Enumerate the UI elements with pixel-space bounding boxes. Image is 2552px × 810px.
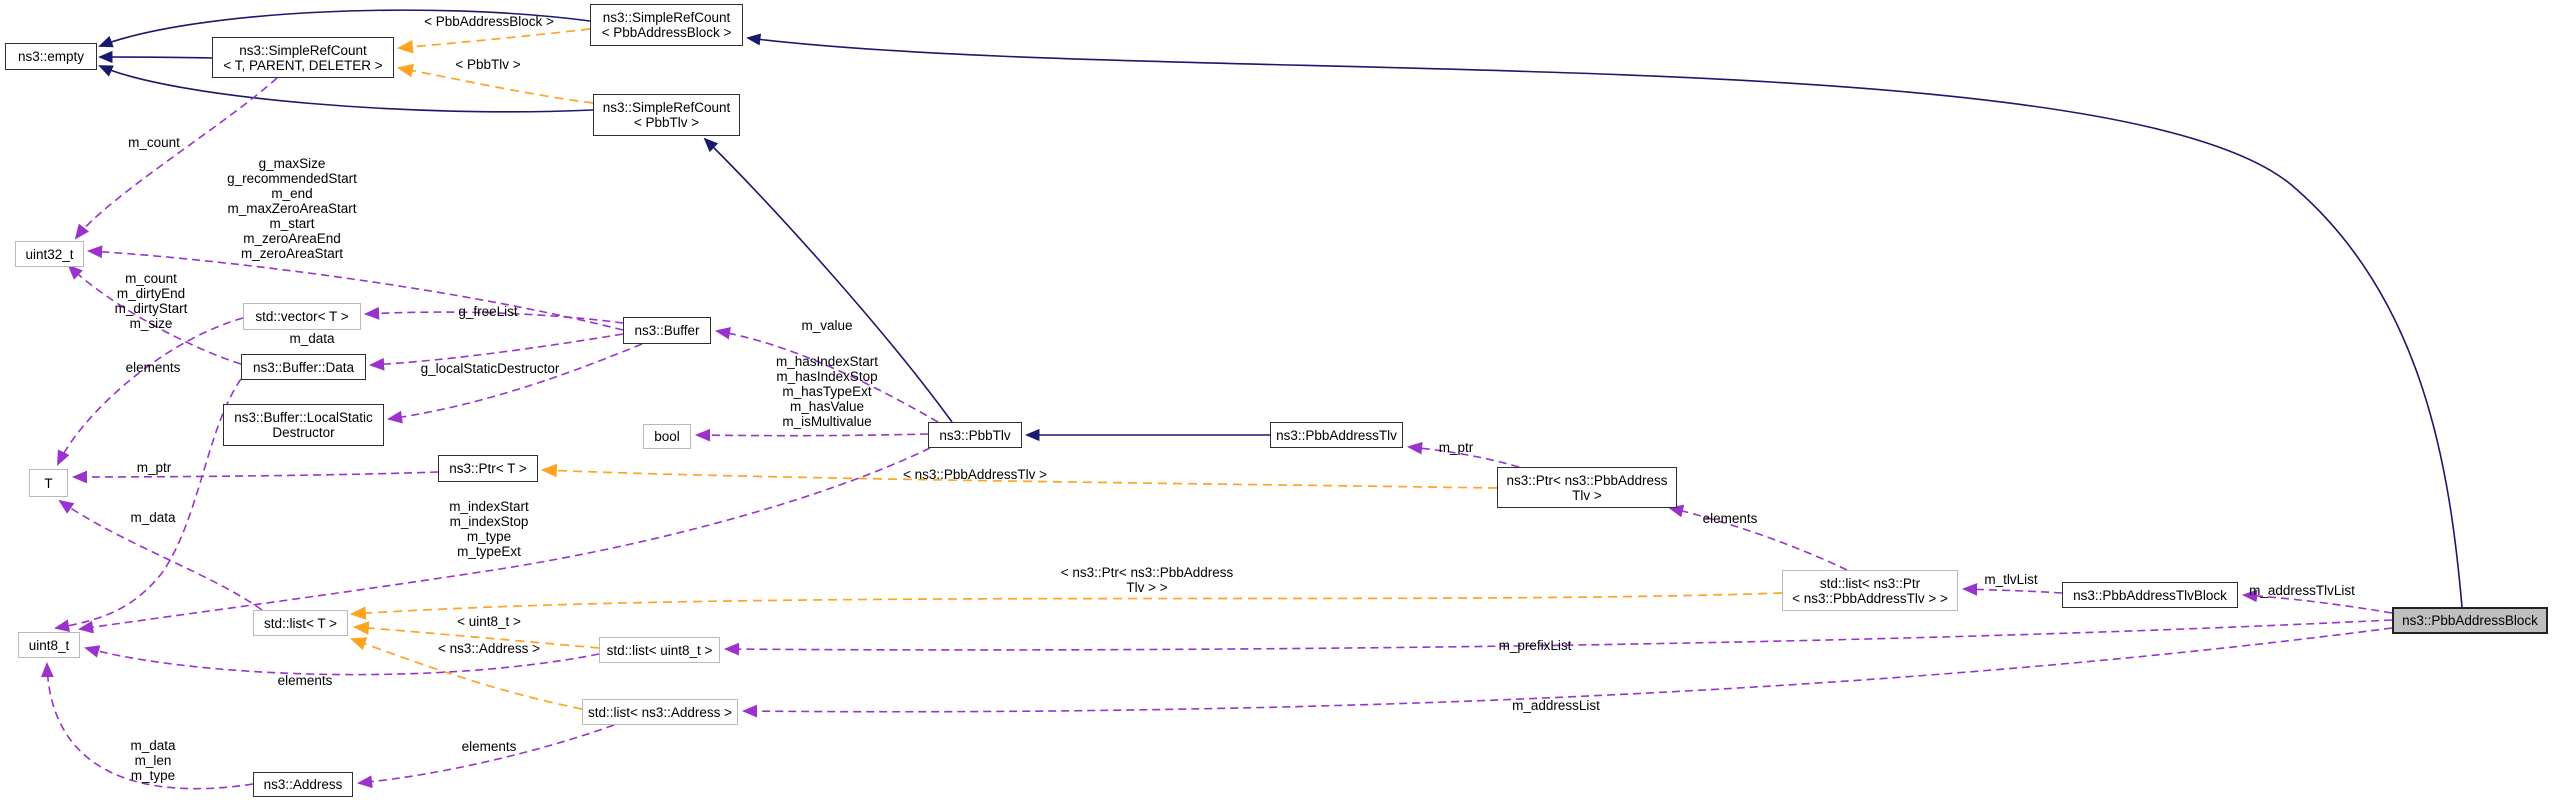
edge-label-m-tlvlist: m_tlvList <box>1984 572 2038 587</box>
edge-label-address-uint8-members: m_data m_len m_type <box>130 738 176 783</box>
edge-label-g-localstaticdestructor: g_localStaticDestructor <box>420 361 560 376</box>
node-ns3-buffer-localstaticdestructor[interactable]: ns3::Buffer::LocalStatic Destructor <box>223 404 384 446</box>
edge-label-pbbtlv-uint8-members: m_indexStart m_indexStop m_type m_typeEx… <box>449 499 529 559</box>
edge-label-m-prefixlist: m_prefixList <box>1498 638 1572 653</box>
edge-inherit-pbbtlv-to-simplerefcount <box>703 137 953 423</box>
edge-inherit-pbbaddressblock-to-simplerefcount <box>746 33 2463 608</box>
edge-label-template-address: < ns3::Address > <box>437 641 541 656</box>
edge-label-m-data-buffer: m_data <box>289 331 335 346</box>
node-ns3-ptr-t[interactable]: ns3::Ptr< T > <box>438 455 538 482</box>
edge-use-vector-elements-t <box>57 317 244 466</box>
node-ns3-simplerefcount-pbbaddressblock[interactable]: ns3::SimpleRefCount < PbbAddressBlock > <box>590 4 743 46</box>
node-ns3-pbbaddresstlvblock[interactable]: ns3::PbbAddressTlvBlock <box>2062 582 2238 608</box>
edge-label-template-uint8: < uint8_t > <box>457 614 521 629</box>
edge-use-target-maddresslist-listaddress <box>741 627 2393 718</box>
edge-use-ptrpat-mptr-pbbaddresstlv <box>1406 441 1520 468</box>
edge-label-m-ptr-left: m_ptr <box>136 460 172 475</box>
node-ns3-pbbaddresstlv[interactable]: ns3::PbbAddressTlv <box>1270 422 1403 448</box>
edge-tpl-listuint8-to-listt <box>352 621 600 649</box>
edge-label-elements-address: elements <box>461 739 517 754</box>
node-ns3-buffer[interactable]: ns3::Buffer <box>623 317 711 344</box>
edge-use-buffer-uint32 <box>86 245 624 331</box>
edge-tpl-listaddress-to-listt <box>349 637 583 710</box>
node-uint8-t[interactable]: uint8_t <box>18 632 80 658</box>
node-ns3-simplerefcount-template[interactable]: ns3::SimpleRefCount < T, PARENT, DELETER… <box>212 37 394 78</box>
edge-label-template-ptr-pbbaddresstlv: < ns3::Ptr< ns3::PbbAddress Tlv > > <box>1060 565 1234 595</box>
edge-use-listt-elements-t <box>58 499 263 611</box>
edge-use-tlvblock-mtlvlist-listptr <box>1961 583 2063 596</box>
edge-label-buffer-uint32-members: g_maxSize g_recommendedStart m_end m_max… <box>227 156 357 261</box>
edge-label-m-ptr-right: m_ptr <box>1438 440 1474 455</box>
edge-use-srct-mcount-uint32 <box>74 77 278 240</box>
node-std-list-ns3-address[interactable]: std::list< ns3::Address > <box>582 699 738 725</box>
node-ns3-ptr-pbbaddresstlv[interactable]: ns3::Ptr< ns3::PbbAddress Tlv > <box>1497 467 1677 508</box>
edge-inherit-simplerefcount-t-to-empty <box>98 50 213 64</box>
node-uint32-t[interactable]: uint32_t <box>15 241 84 267</box>
node-std-list-ptr-pbbaddresstlv[interactable]: std::list< ns3::Ptr < ns3::PbbAddressTlv… <box>1782 570 1958 611</box>
node-std-vector-t[interactable]: std::vector< T > <box>243 303 361 330</box>
edge-use-bufferdata-uint32 <box>67 264 242 365</box>
edge-label-elements-uint8: elements <box>277 673 333 688</box>
node-bool[interactable]: bool <box>643 424 691 449</box>
edge-use-listptr-elements-ptrpat <box>1667 504 1848 571</box>
edge-use-buffer-mdata-bufferdata <box>368 333 624 371</box>
edge-use-pbbtlv-uint8 <box>77 447 931 634</box>
edge-use-pbbtlv-mvalue-buffer <box>714 326 939 423</box>
edge-tpl-listptr-to-listt <box>349 592 1783 620</box>
edge-label-m-addresslist: m_addressList <box>1512 698 1600 713</box>
node-ns3-pbbaddressblock-target: ns3::PbbAddressBlock <box>2392 607 2548 634</box>
edge-use-listuint8-elements-uint8 <box>83 645 600 676</box>
edge-use-buffer-glocalstatic-destructor <box>386 343 643 424</box>
node-std-list-uint8-t[interactable]: std::list< uint8_t > <box>599 637 720 663</box>
edge-tpl-ptrpbbaddresstlv-to-ptrt <box>540 463 1498 489</box>
edge-label-bufferdata-uint32-members: m_count m_dirtyEnd m_dirtyStart m_size <box>114 271 188 331</box>
edge-inherit-simplerefcount-pbbaddressblock-to-empty <box>98 9 591 48</box>
edge-tpl-srcpt-to-srct <box>396 63 594 104</box>
edge-use-ptrt-mptr-t <box>71 470 439 484</box>
node-std-list-t[interactable]: std::list< T > <box>253 610 348 636</box>
edge-label-pbbtlv-bool-members: m_hasIndexStart m_hasIndexStop m_hasType… <box>775 354 879 429</box>
edge-use-bufferdata-mdata-uint8 <box>53 378 242 633</box>
edge-label-elements-ptr: elements <box>1702 511 1758 526</box>
edge-use-buffer-gfreelist-vector <box>363 306 624 324</box>
node-ns3-address[interactable]: ns3::Address <box>253 772 353 797</box>
edge-tpl-srcpab-to-srct <box>396 28 591 54</box>
node-t[interactable]: T <box>29 469 68 497</box>
edge-use-target-mprefixlist-listuint8 <box>723 619 2393 656</box>
edge-use-address-mdata-uint8 <box>40 661 254 790</box>
edge-label-template-pbbaddressblock: < PbbAddressBlock > <box>424 14 554 29</box>
edge-use-listaddress-elements-address <box>356 724 615 789</box>
edge-label-m-count: m_count <box>128 135 180 150</box>
edge-label-template-pbbtlv: < PbbTlv > <box>455 57 521 72</box>
node-ns3-empty[interactable]: ns3::empty <box>5 43 97 70</box>
edge-label-template-ns3-pbbaddresstlv: < ns3::PbbAddressTlv > <box>902 467 1048 482</box>
edge-label-m-addresstlvlist: m_addressTlvList <box>2249 583 2355 598</box>
edge-label-m-value: m_value <box>801 318 853 333</box>
node-ns3-pbbtlv[interactable]: ns3::PbbTlv <box>928 422 1022 448</box>
edge-use-target-maddresstlvlist-tlvblock <box>2241 589 2393 614</box>
node-ns3-simplerefcount-pbbtlv[interactable]: ns3::SimpleRefCount < PbbTlv > <box>593 94 740 136</box>
edge-label-m-data-left: m_data <box>130 510 176 525</box>
edge-label-elements-vector: elements <box>125 360 181 375</box>
edge-inherit-simplerefcount-pbbtlv-to-empty <box>98 65 594 113</box>
edge-use-pbbtlv-bools <box>694 428 929 442</box>
node-ns3-buffer-data[interactable]: ns3::Buffer::Data <box>241 354 366 380</box>
edge-label-g-freelist: g_freeList <box>458 304 518 319</box>
